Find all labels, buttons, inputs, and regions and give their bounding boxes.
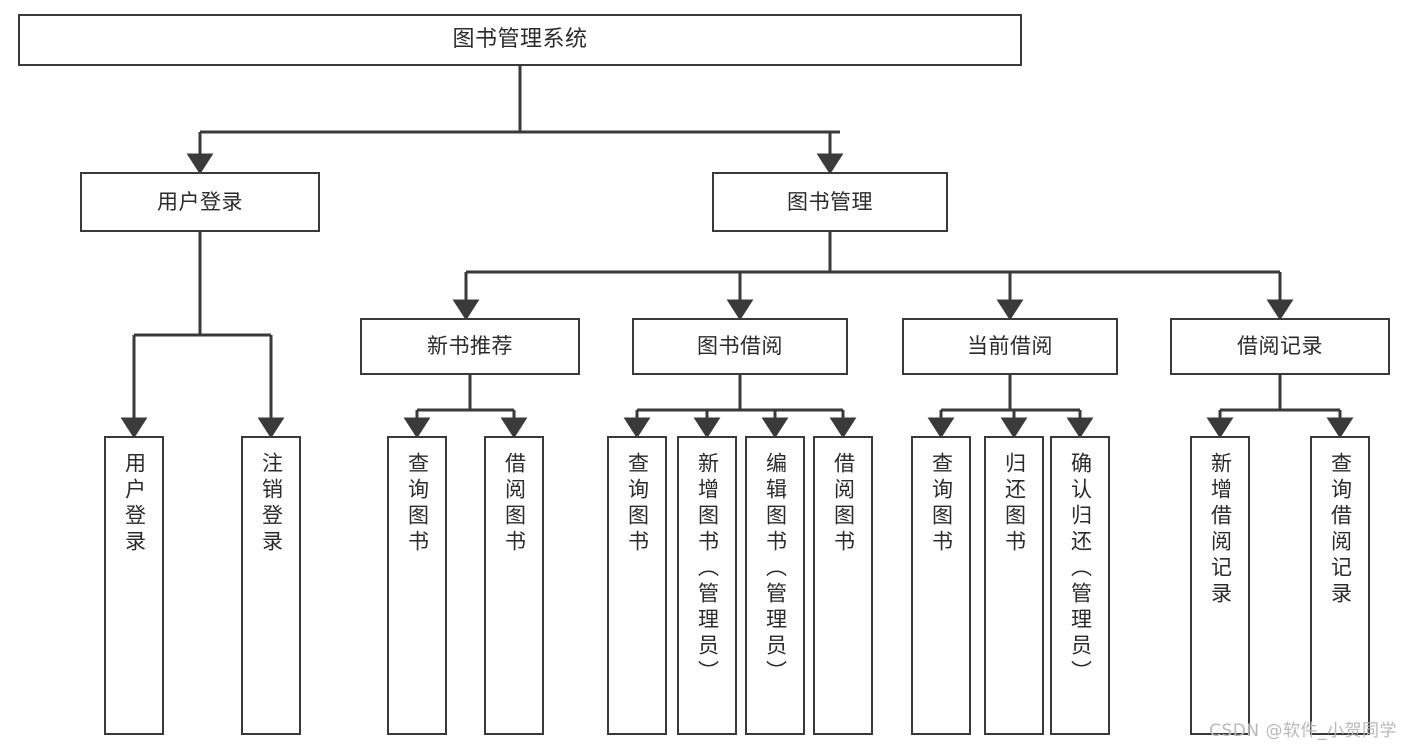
node-leaf-query-books-borrow[interactable]: 查询图书 [607, 436, 667, 735]
node-leaf-borrow-books-recommend[interactable]: 借阅图书 [484, 436, 544, 735]
node-book-management[interactable]: 图书管理 [712, 172, 948, 232]
node-leaf-query-books-recommend[interactable]: 查询图书 [387, 436, 447, 735]
node-leaf-add-book-admin[interactable]: 新增图书（管理员） [677, 436, 737, 735]
node-leaf-borrow-book[interactable]: 借阅图书 [813, 436, 873, 735]
node-leaf-logout[interactable]: 注销登录 [241, 436, 301, 735]
node-new-book-recommendation[interactable]: 新书推荐 [360, 318, 580, 375]
node-leaf-query-books-current[interactable]: 查询图书 [911, 436, 971, 735]
node-label: 图书借阅 [697, 334, 783, 359]
node-label: 新增图书（管理员） [695, 452, 720, 686]
node-leaf-add-borrow-record[interactable]: 新增借阅记录 [1190, 436, 1250, 735]
node-user-login[interactable]: 用户登录 [80, 172, 320, 232]
node-leaf-edit-book-admin[interactable]: 编辑图书（管理员） [745, 436, 805, 735]
node-label: 查询图书 [625, 452, 650, 556]
node-label: 借阅图书 [502, 452, 527, 556]
node-leaf-user-login[interactable]: 用户登录 [104, 436, 164, 735]
node-label: 当前借阅 [967, 334, 1053, 359]
node-current-borrowing[interactable]: 当前借阅 [902, 318, 1118, 375]
node-label: 编辑图书（管理员） [763, 452, 788, 686]
node-label: 查询图书 [929, 452, 954, 556]
node-label: 查询图书 [405, 452, 430, 556]
node-label: 借阅记录 [1237, 334, 1323, 359]
node-label: 图书管理 [787, 189, 873, 214]
node-leaf-return-book[interactable]: 归还图书 [984, 436, 1044, 735]
node-root-book-management-system[interactable]: 图书管理系统 [18, 14, 1022, 66]
node-book-borrowing[interactable]: 图书借阅 [632, 318, 848, 375]
watermark: CSDN @软件_小贺同学 [1209, 721, 1397, 741]
node-label: 新书推荐 [427, 334, 513, 359]
node-label: 用户登录 [157, 189, 243, 214]
node-label: 借阅图书 [831, 452, 856, 556]
node-borrowing-records[interactable]: 借阅记录 [1170, 318, 1390, 375]
node-label: 用户登录 [122, 452, 147, 556]
node-label: 新增借阅记录 [1208, 452, 1233, 608]
node-label: 图书管理系统 [452, 27, 588, 53]
node-leaf-query-borrow-record[interactable]: 查询借阅记录 [1310, 436, 1370, 735]
node-label: 确认归还（管理员） [1068, 452, 1093, 686]
node-leaf-confirm-return-admin[interactable]: 确认归还（管理员） [1050, 436, 1110, 735]
node-label: 查询借阅记录 [1328, 452, 1353, 608]
node-label: 注销登录 [259, 452, 284, 556]
node-label: 归还图书 [1002, 452, 1027, 556]
